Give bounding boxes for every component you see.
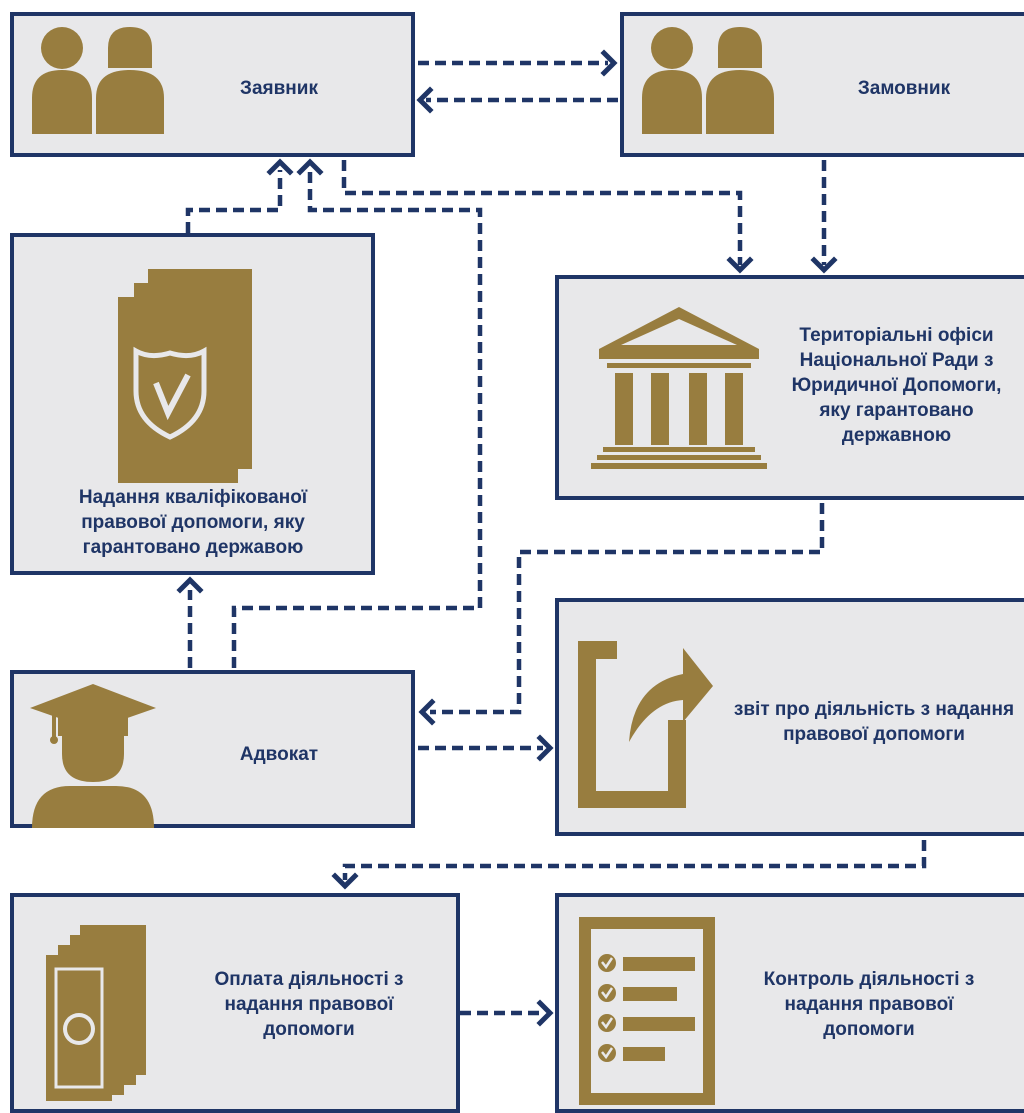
arrowhead-to-customer: [600, 49, 618, 77]
arrowhead-lawyer-to-applicant: [296, 158, 324, 176]
arrowhead-to-offices-a: [726, 256, 754, 274]
top-crop-strip: [0, 0, 1024, 8]
arrowhead-to-applicant: [416, 86, 434, 114]
arrowhead-to-lawyer: [418, 698, 436, 726]
people-icon: [642, 27, 774, 134]
arrowhead-to-payment: [331, 872, 359, 890]
people-icon: [32, 27, 164, 134]
checklist-icon: [579, 917, 715, 1105]
edge-report-to-payment: [342, 840, 927, 880]
payment-label: Оплата діяльності з надання правової доп…: [214, 969, 404, 1040]
courthouse-icon: [591, 307, 767, 469]
shield-document-icon: [114, 269, 252, 483]
lawyer-label: Адвокат: [239, 744, 319, 765]
report-label: звіт про діяльність з надання правової д…: [733, 699, 1015, 745]
payment-node: Оплата діяльності з надання правової доп…: [10, 893, 460, 1113]
customer-node: Замовник: [620, 12, 1024, 157]
arrowhead-to-report: [536, 734, 554, 762]
control-label: Контроль діяльності з надання правової д…: [763, 969, 975, 1040]
money-stack-icon: [44, 925, 146, 1101]
applicant-label: Заявник: [240, 78, 318, 99]
arrowhead-to-offices-b: [810, 256, 838, 274]
legal-aid-node: Надання кваліфікованої правової допомоги…: [10, 233, 375, 575]
arrowhead-legal-aid-to-applicant: [266, 158, 294, 176]
applicant-node: Заявник: [10, 12, 415, 157]
edge-applicant-to-offices: [341, 160, 743, 265]
offices-label: Територіальні офіси Національної Ради з …: [791, 325, 1002, 446]
edge-legal-aid-to-applicant: [185, 170, 283, 233]
legal-aid-label: Надання кваліфікованої правової допомоги…: [78, 487, 308, 558]
arrowhead-to-control: [536, 999, 554, 1027]
lawyer-node: Адвокат: [10, 670, 415, 828]
control-node: Контроль діяльності з надання правової д…: [555, 893, 1024, 1113]
customer-label: Замовник: [857, 78, 951, 99]
arrowhead-to-legal-aid: [176, 576, 204, 594]
offices-node: Територіальні офіси Національної Ради з …: [555, 275, 1024, 500]
graduate-icon: [30, 684, 156, 828]
report-node: звіт про діяльність з надання правової д…: [555, 598, 1024, 836]
share-arrow-icon: [578, 641, 713, 808]
